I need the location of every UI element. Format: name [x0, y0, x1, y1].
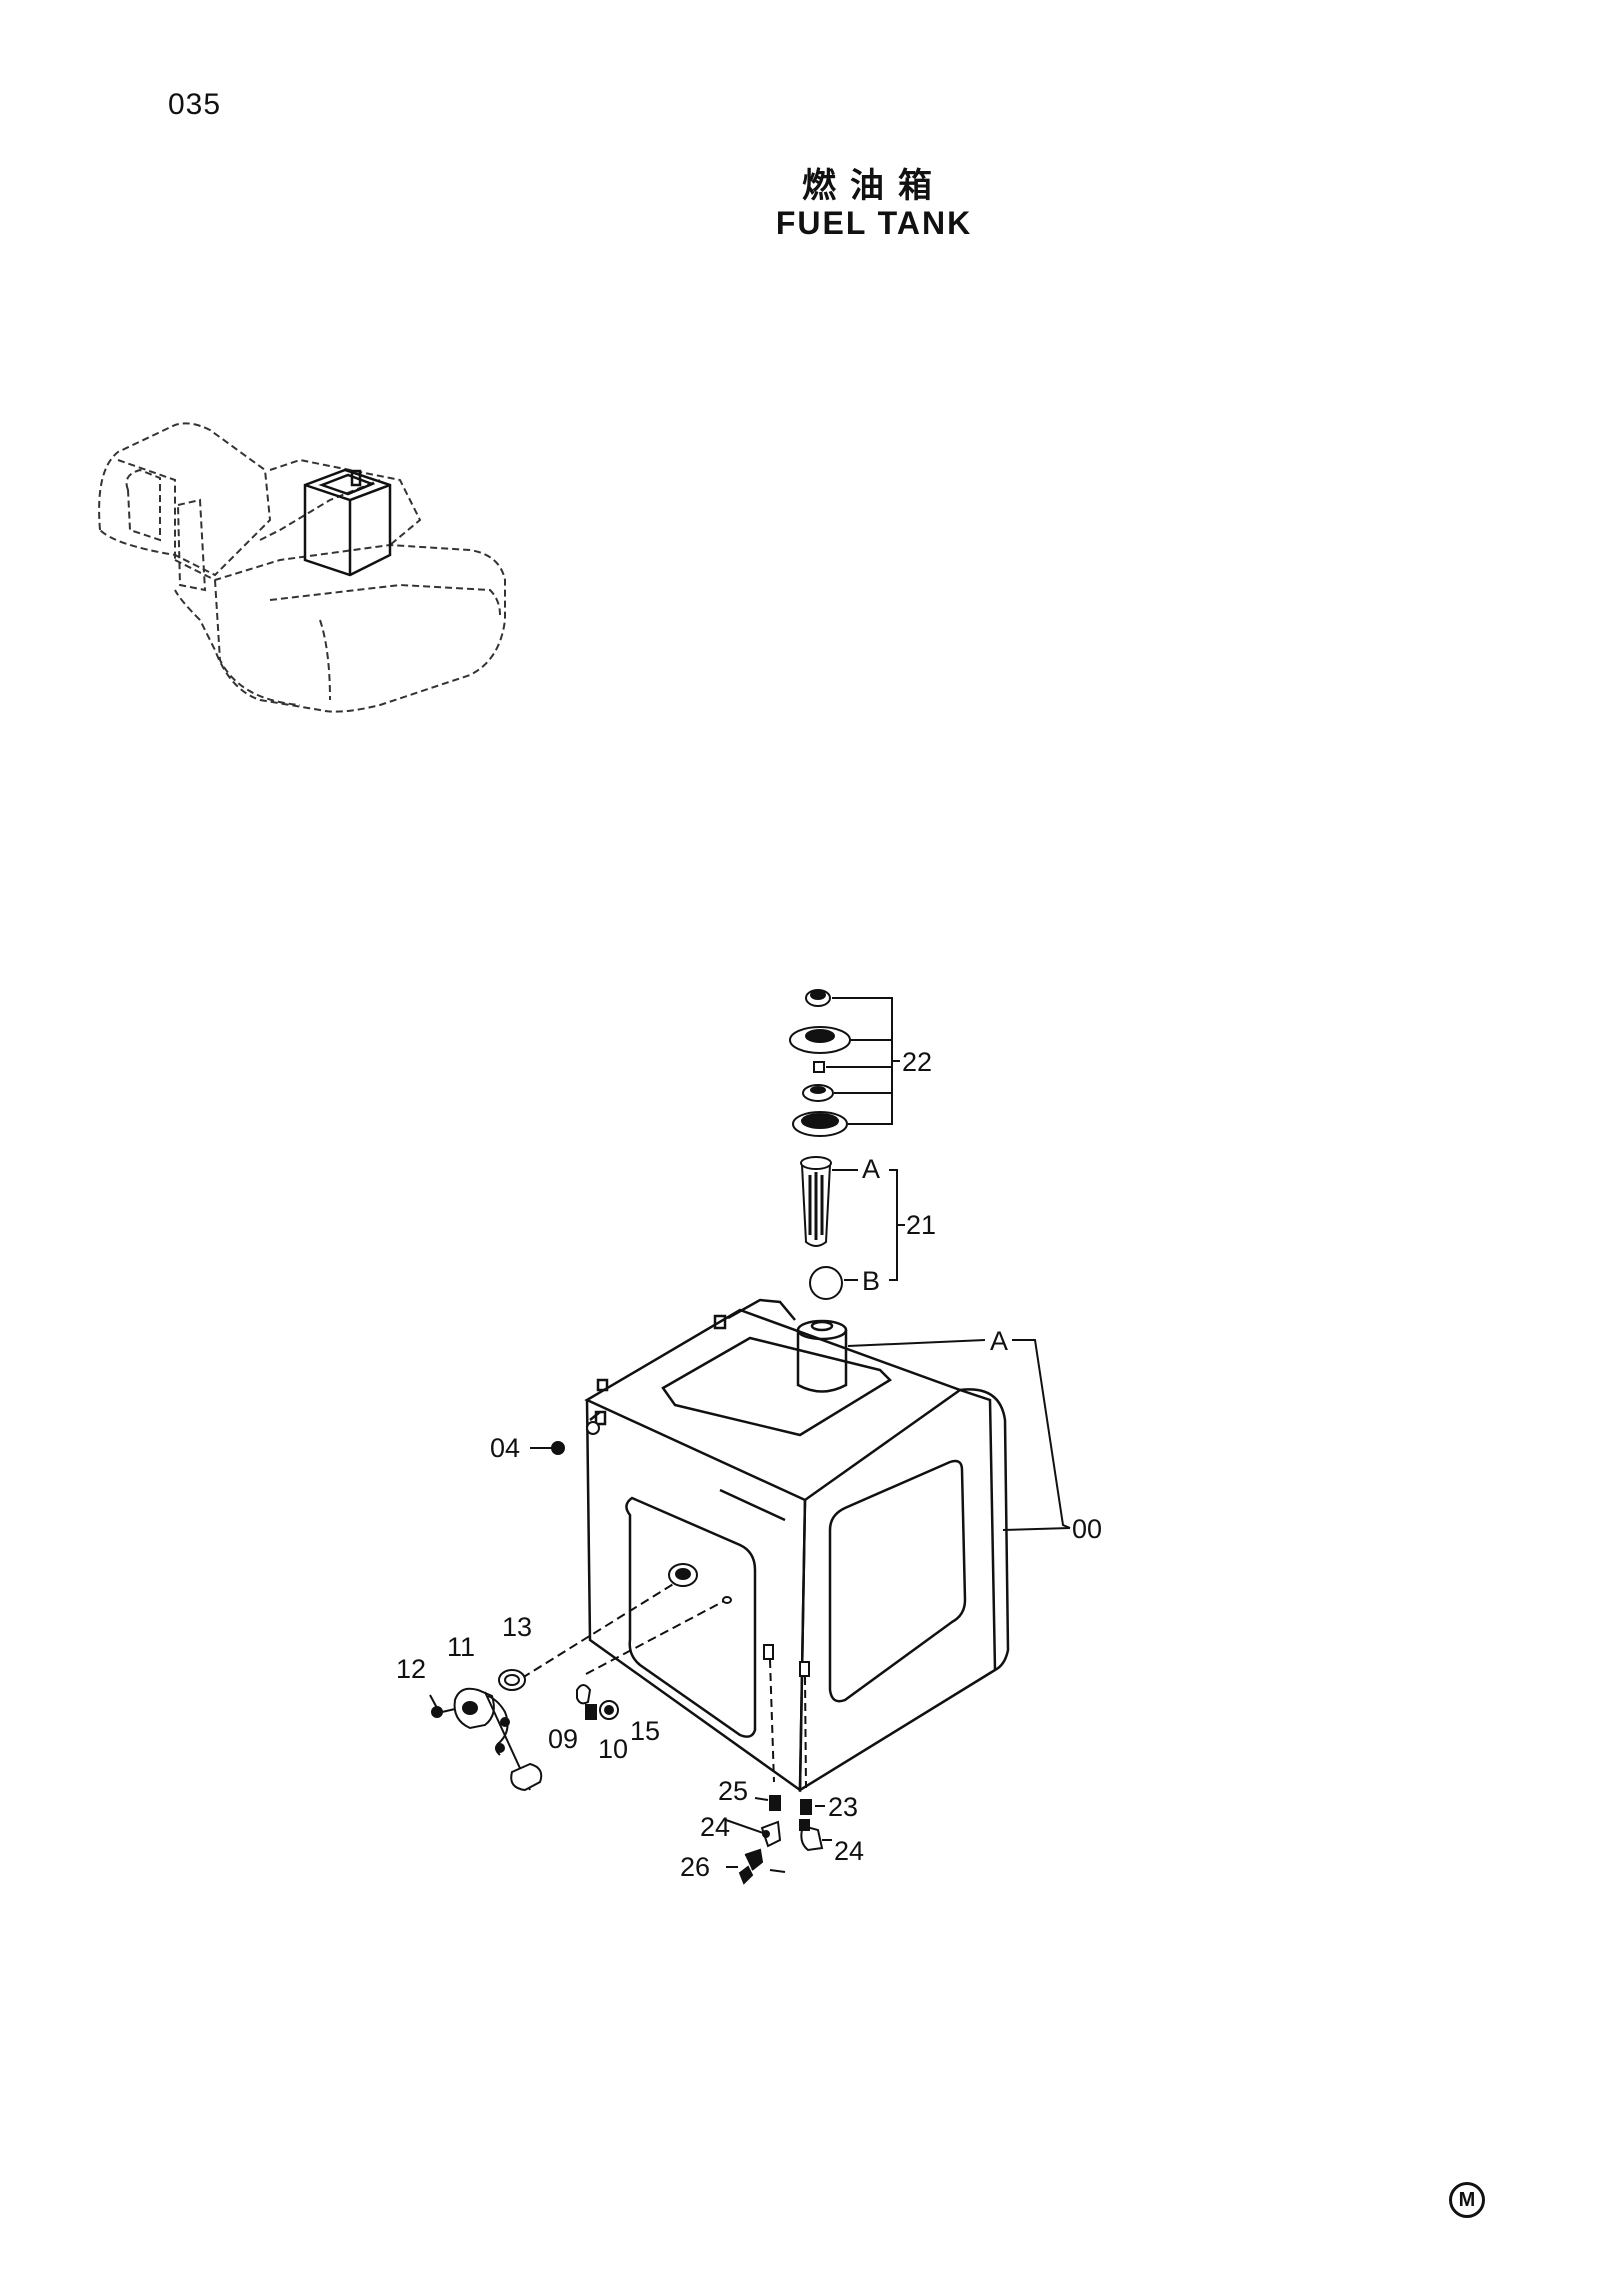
callout-23: 23 — [828, 1792, 858, 1822]
callout-10: 10 — [598, 1734, 628, 1764]
callout-a-tank: A — [990, 1326, 1008, 1356]
bottom-drain-parts — [551, 1421, 824, 1885]
callout-b: B — [862, 1266, 880, 1296]
part-21-strainer — [800, 1156, 843, 1300]
callout-25: 25 — [718, 1776, 748, 1806]
callout-21: 21 — [906, 1210, 936, 1240]
callout-04: 04 — [490, 1433, 520, 1463]
title-english: FUEL TANK — [775, 205, 973, 241]
corner-mark: M — [1449, 2182, 1485, 2218]
callout-bracket-00 — [847, 1339, 1071, 1531]
callout-bracket-21 — [832, 1169, 905, 1281]
fuel-sender-parts — [431, 1563, 698, 1792]
callout-12: 12 — [396, 1654, 426, 1684]
callout-a-strainer: A — [862, 1154, 880, 1184]
callout-labels: 22 A 21 B A 00 04 13 11 12 09 10 15 25 2… — [396, 1047, 1102, 1882]
filler-neck — [796, 1319, 848, 1393]
callout-22: 22 — [902, 1047, 932, 1077]
callout-15: 15 — [630, 1716, 660, 1746]
callout-11: 11 — [447, 1632, 475, 1662]
leader-lines — [429, 1447, 832, 1873]
title-chinese: 燃油箱 — [802, 166, 946, 206]
page-number: 035 — [168, 88, 222, 121]
fuel-tank-body — [584, 1298, 1010, 1793]
part-22-cap-assembly — [789, 989, 851, 1137]
excavator-fuel-tank-highlight — [303, 468, 392, 577]
callout-09: 09 — [548, 1724, 578, 1754]
callout-bracket-22 — [826, 997, 900, 1125]
drain-parts — [576, 1596, 732, 1720]
callout-24-right: 24 — [834, 1836, 864, 1866]
excavator-thumbnail — [98, 422, 506, 713]
callout-13: 13 — [502, 1612, 532, 1642]
callout-00: 00 — [1072, 1514, 1102, 1544]
callout-24-left: 24 — [700, 1812, 730, 1842]
callout-26: 26 — [680, 1852, 710, 1882]
